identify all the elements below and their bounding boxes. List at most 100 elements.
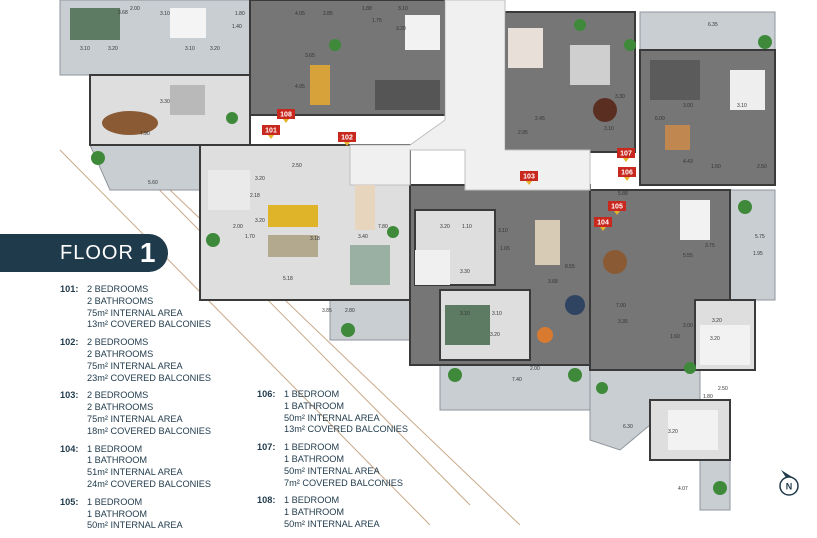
dimension-label: 3.30 — [160, 99, 170, 105]
legend-unit-line: 1 BEDROOM — [284, 495, 340, 506]
dimension-label: 1.80 — [703, 394, 713, 400]
legend-unit-line: 1 BATHROOM — [284, 453, 345, 464]
dimension-label: 3.10 — [80, 46, 90, 52]
dimension-label: 2.00 — [130, 6, 140, 12]
legend-unit-line: 75m² INTERNAL AREA — [87, 360, 183, 371]
dimension-label: 4.43 — [683, 159, 693, 165]
dimension-label: 1.80 — [235, 11, 245, 17]
north-arrow-icon: N — [779, 470, 799, 496]
dimension-label: 3.20 — [440, 224, 450, 230]
legend-unit-code: 104: — [60, 443, 79, 454]
legend-unit-line: 1 BEDROOM — [284, 442, 340, 453]
dimension-label: 7.00 — [616, 303, 626, 309]
unit-tag-105: 105 — [608, 201, 626, 215]
legend-unit-code: 108: — [257, 495, 276, 506]
legend-unit-line: 1 BEDROOM — [87, 443, 143, 454]
dimension-label: 7.90 — [140, 131, 150, 137]
dimension-label: 2.18 — [250, 193, 260, 199]
dimension-label: 2.45 — [535, 116, 545, 122]
dimension-label: 3.40 — [358, 234, 368, 240]
plants — [91, 19, 772, 495]
dimension-label: 2.50 — [292, 163, 302, 169]
dimension-label: 3.10 — [737, 103, 747, 109]
dimension-label: 2.00 — [530, 366, 540, 372]
legend-unit-line: 51m² INTERNAL AREA — [87, 467, 183, 478]
floor-number: 1 — [139, 237, 156, 268]
legend-unit-line: 2 BATHROOMS — [87, 295, 154, 306]
legend-unit-line: 50m² INTERNAL AREA — [284, 412, 380, 423]
unit-tag-label: 106 — [621, 170, 633, 177]
unit-tag-label: 107 — [620, 151, 632, 158]
unit-tag-106: 106 — [618, 167, 636, 181]
legend-unit-line: 13m² COVERED BALCONIES — [87, 319, 212, 330]
dimension-label: 2.50 — [757, 164, 767, 170]
legend-unit-code: 103: — [60, 390, 79, 401]
dimension-label: 1.95 — [753, 251, 763, 257]
unit-tag-102: 102 — [338, 132, 356, 146]
dimension-label: 7.40 — [512, 377, 522, 383]
dimension-label: 2.85 — [323, 11, 333, 17]
legend-unit-line: 1 BATHROOM — [284, 507, 345, 518]
dimension-label: 3.20 — [255, 218, 265, 224]
dimension-label: 5.55 — [683, 253, 693, 259]
dimension-label: 3.68 — [548, 279, 558, 285]
legend-unit-line: 1 BEDROOM — [284, 389, 340, 399]
north-label: N — [786, 482, 793, 492]
dimension-label: 1.65 — [500, 246, 510, 252]
unit-tag-101: 101 — [262, 125, 280, 139]
dimension-label: 3.68 — [118, 10, 128, 16]
dimension-label: 8.55 — [565, 264, 575, 270]
legend-unit-line: 50m² INTERNAL AREA — [284, 518, 380, 529]
unit-tag-103: 103 — [520, 171, 538, 185]
dimension-label: 3.10 — [604, 126, 614, 132]
dimension-label: 1.10 — [462, 224, 472, 230]
dimension-label: 3.20 — [396, 26, 406, 32]
dimension-label: 2.80 — [345, 308, 355, 314]
dimension-label: 1.75 — [372, 18, 382, 24]
dimension-label: 6.30 — [623, 424, 633, 430]
dimension-label: 3.20 — [710, 336, 720, 342]
unit-tag-label: 105 — [611, 204, 623, 211]
legend-unit-line: 2 BEDROOMS — [87, 337, 149, 348]
dimension-label: 6.35 — [708, 22, 718, 28]
dimension-label: 3.18 — [310, 236, 320, 242]
dimension-label: 2.00 — [683, 323, 693, 329]
dimension-label: 3.10 — [460, 311, 470, 317]
legend-unit-code: 102: — [60, 337, 79, 348]
dimension-label: 3.35 — [618, 319, 628, 325]
unit-tag-label: 101 — [265, 128, 277, 135]
dimension-label: 4.07 — [678, 486, 688, 492]
dimension-label: 2.00 — [233, 224, 243, 230]
dimension-label: 3.10 — [498, 228, 508, 234]
dimension-label: 1.60 — [670, 334, 680, 340]
legend-unit-line: 2 BEDROOMS — [87, 390, 149, 401]
dimension-label: 5.75 — [755, 234, 765, 240]
legend-unit-line: 1 BEDROOM — [87, 496, 143, 507]
dimension-label: 3.85 — [322, 308, 332, 314]
legend-unit-line: 1 BATHROOM — [87, 455, 148, 466]
unit-tag-label: 103 — [523, 174, 535, 181]
unit-tag-104: 104 — [594, 217, 612, 231]
legend-unit-line: 7m² COVERED BALCONIES — [284, 477, 403, 488]
dimension-label: 3.20 — [712, 318, 722, 324]
dimension-label: 5.60 — [148, 180, 158, 186]
legend-unit-line: 75m² INTERNAL AREA — [87, 307, 183, 318]
dimension-label: 3.10 — [398, 6, 408, 12]
dimension-label: 3.10 — [160, 11, 170, 17]
unit-tag-108: 108 — [277, 109, 295, 123]
dimension-label: 3.10 — [185, 46, 195, 52]
unit-tags: 101 102 103 104 105 106 107 108 — [262, 109, 636, 231]
legend-unit-line: 1 BATHROOM — [87, 508, 148, 519]
